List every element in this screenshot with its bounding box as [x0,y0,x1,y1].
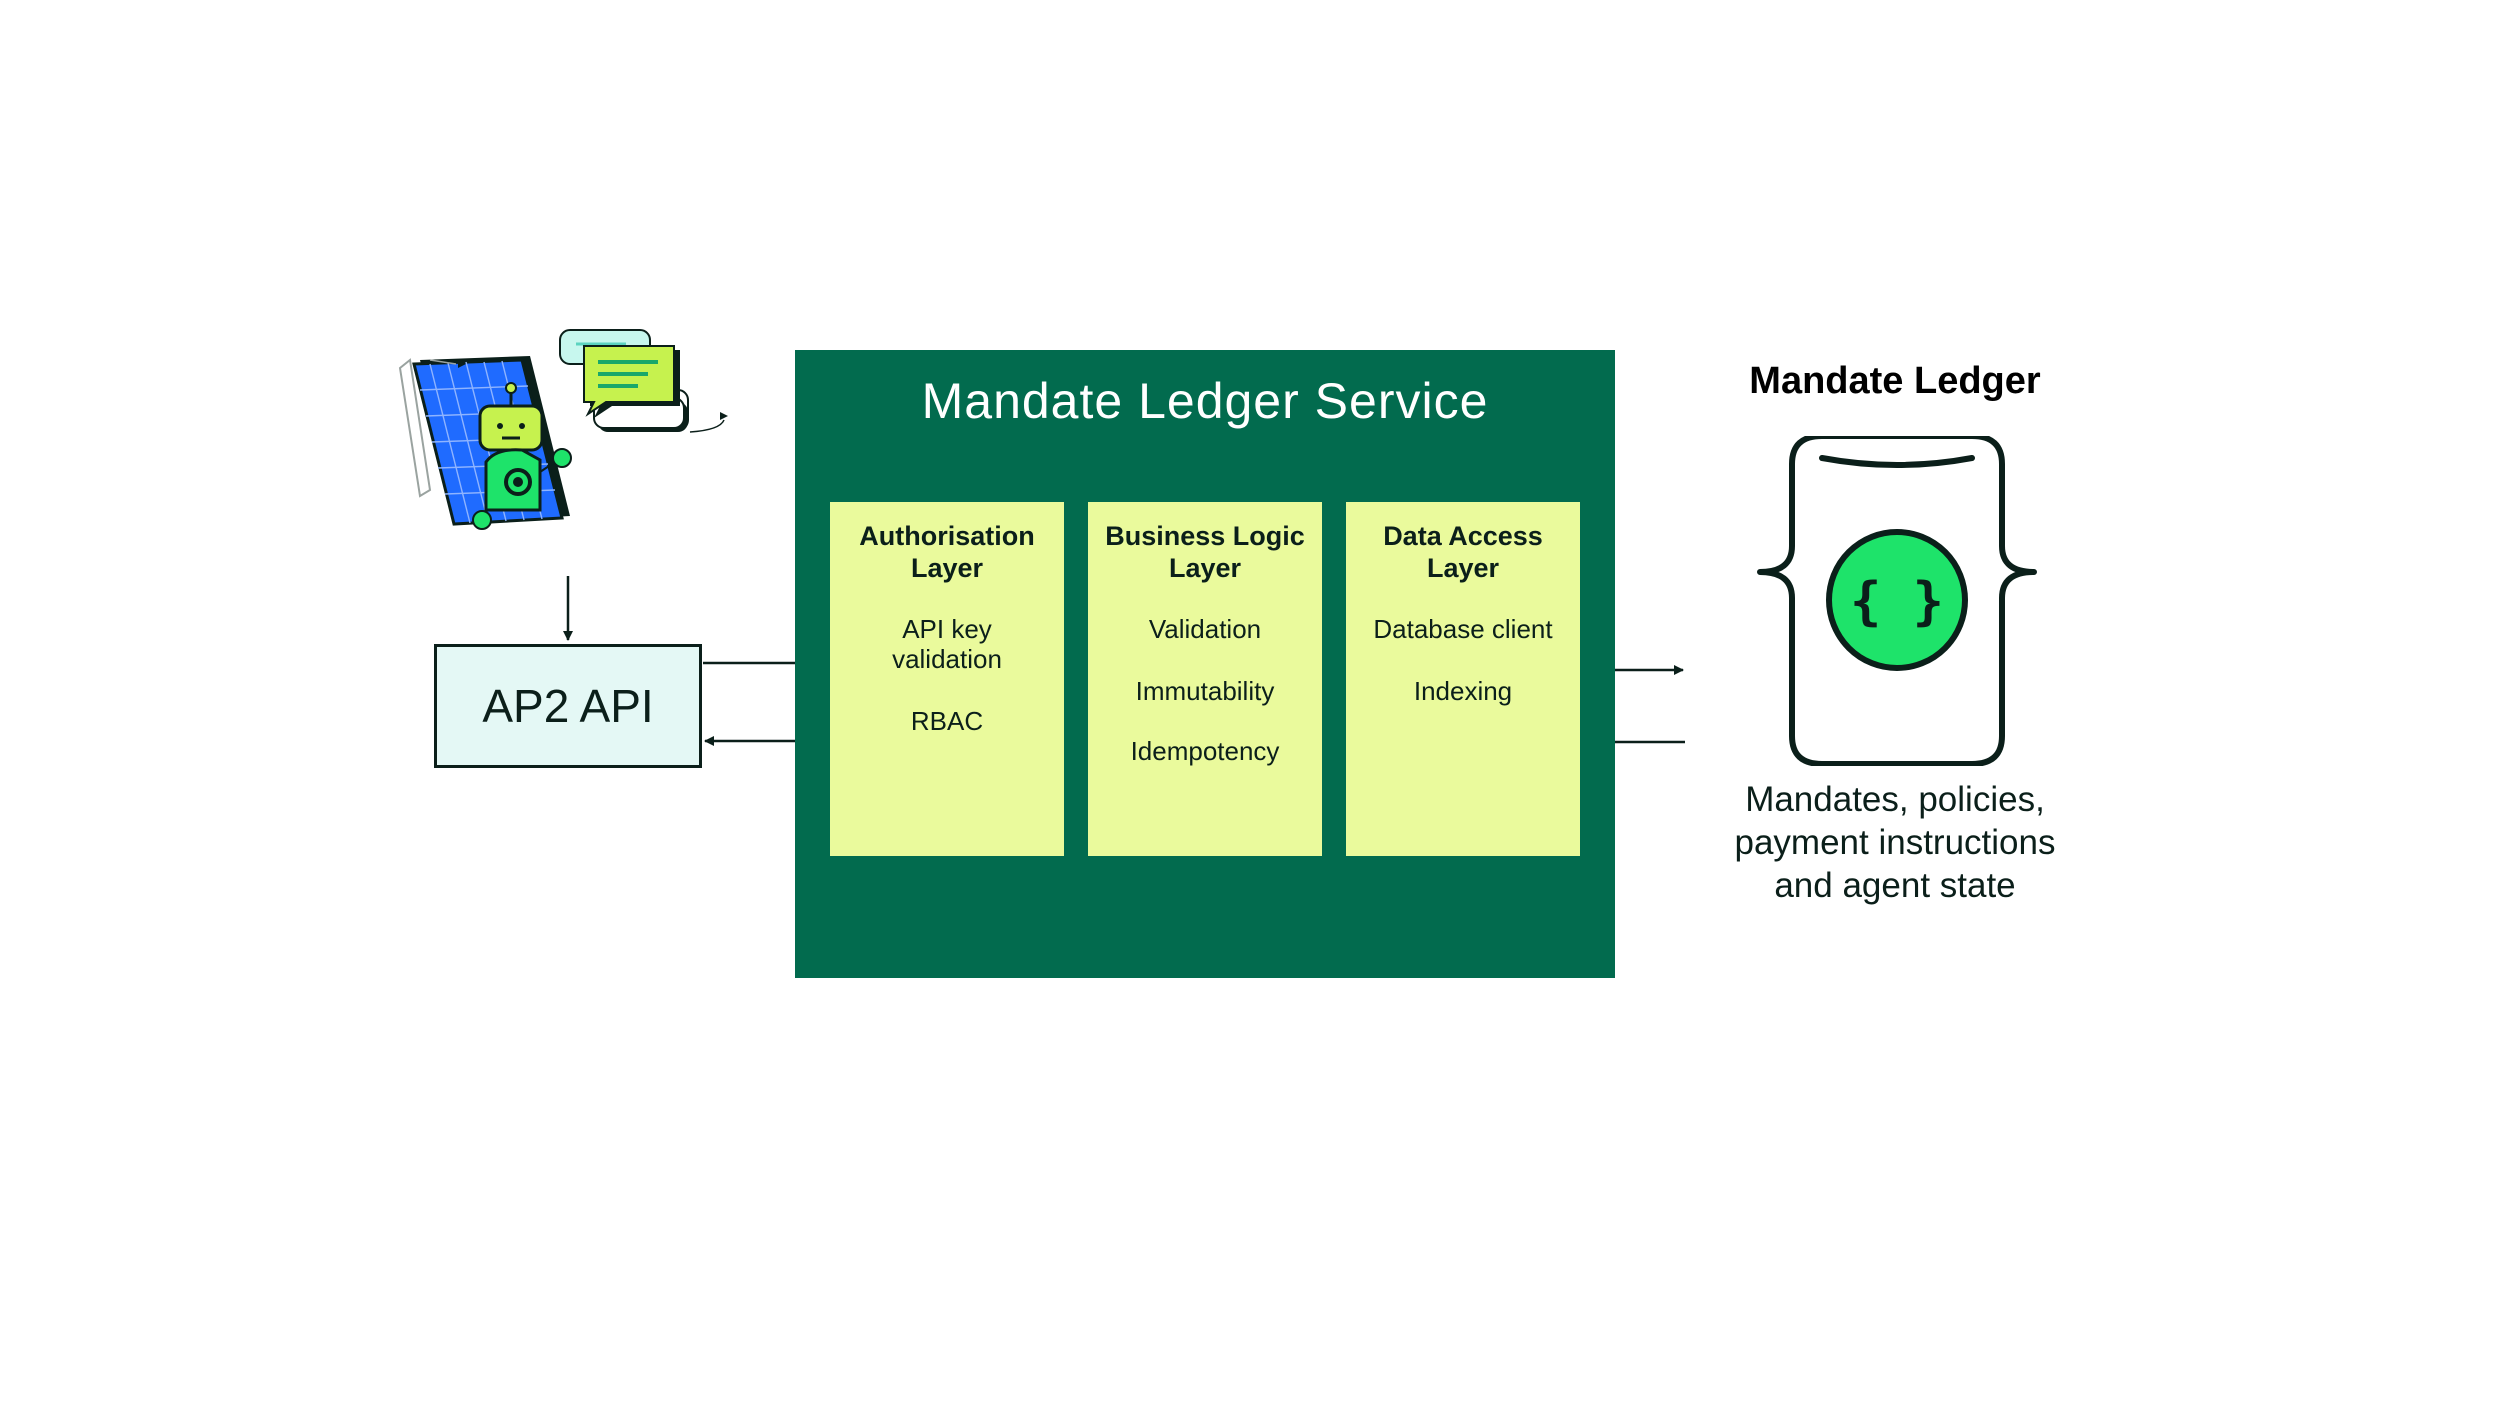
ledger-caption: Mandates, policies, payment instructions… [1734,780,2056,905]
ledger-database-icon: { } [1757,436,2037,766]
layer-title: Authorisation Layer [859,521,1035,583]
layer-item-immutability: Immutability [1135,676,1275,706]
mandate-ledger-service: Mandate Ledger Service Authorisation Lay… [795,350,1615,978]
business-logic-layer: Business Logic Layer Validation Immutabi… [1088,502,1322,856]
service-title: Mandate Ledger Service [921,373,1489,429]
agent-illustration [398,329,728,530]
layer-item-indexing: Indexing [1413,676,1513,706]
layer-title: Business Logic Layer [1105,521,1305,583]
robot-icon [472,382,572,530]
sparkle-icon [458,360,466,368]
layer-title: Data Access Layer [1383,521,1543,583]
layer-item-idempotency: Idempotency [1130,736,1280,766]
chat-bubbles-icon [559,329,689,432]
sparkle-icon [720,412,728,420]
ap2-api-box: AP2 API [434,644,702,768]
ledger-title: Mandate Ledger [1749,360,2041,402]
layer-item-api-key: API key validation [892,614,1002,674]
ledger-icon-glyph: { } [1850,572,1944,632]
ap2-api-label: AP2 API [482,680,654,732]
data-access-layer: Data Access Layer Database client Indexi… [1346,502,1580,856]
layer-item-validation: Validation [1148,614,1262,644]
layer-item-database-client: Database client [1373,614,1553,644]
authorisation-layer: Authorisation Layer API key validation R… [830,502,1064,856]
layer-item-rbac: RBAC [910,706,984,736]
